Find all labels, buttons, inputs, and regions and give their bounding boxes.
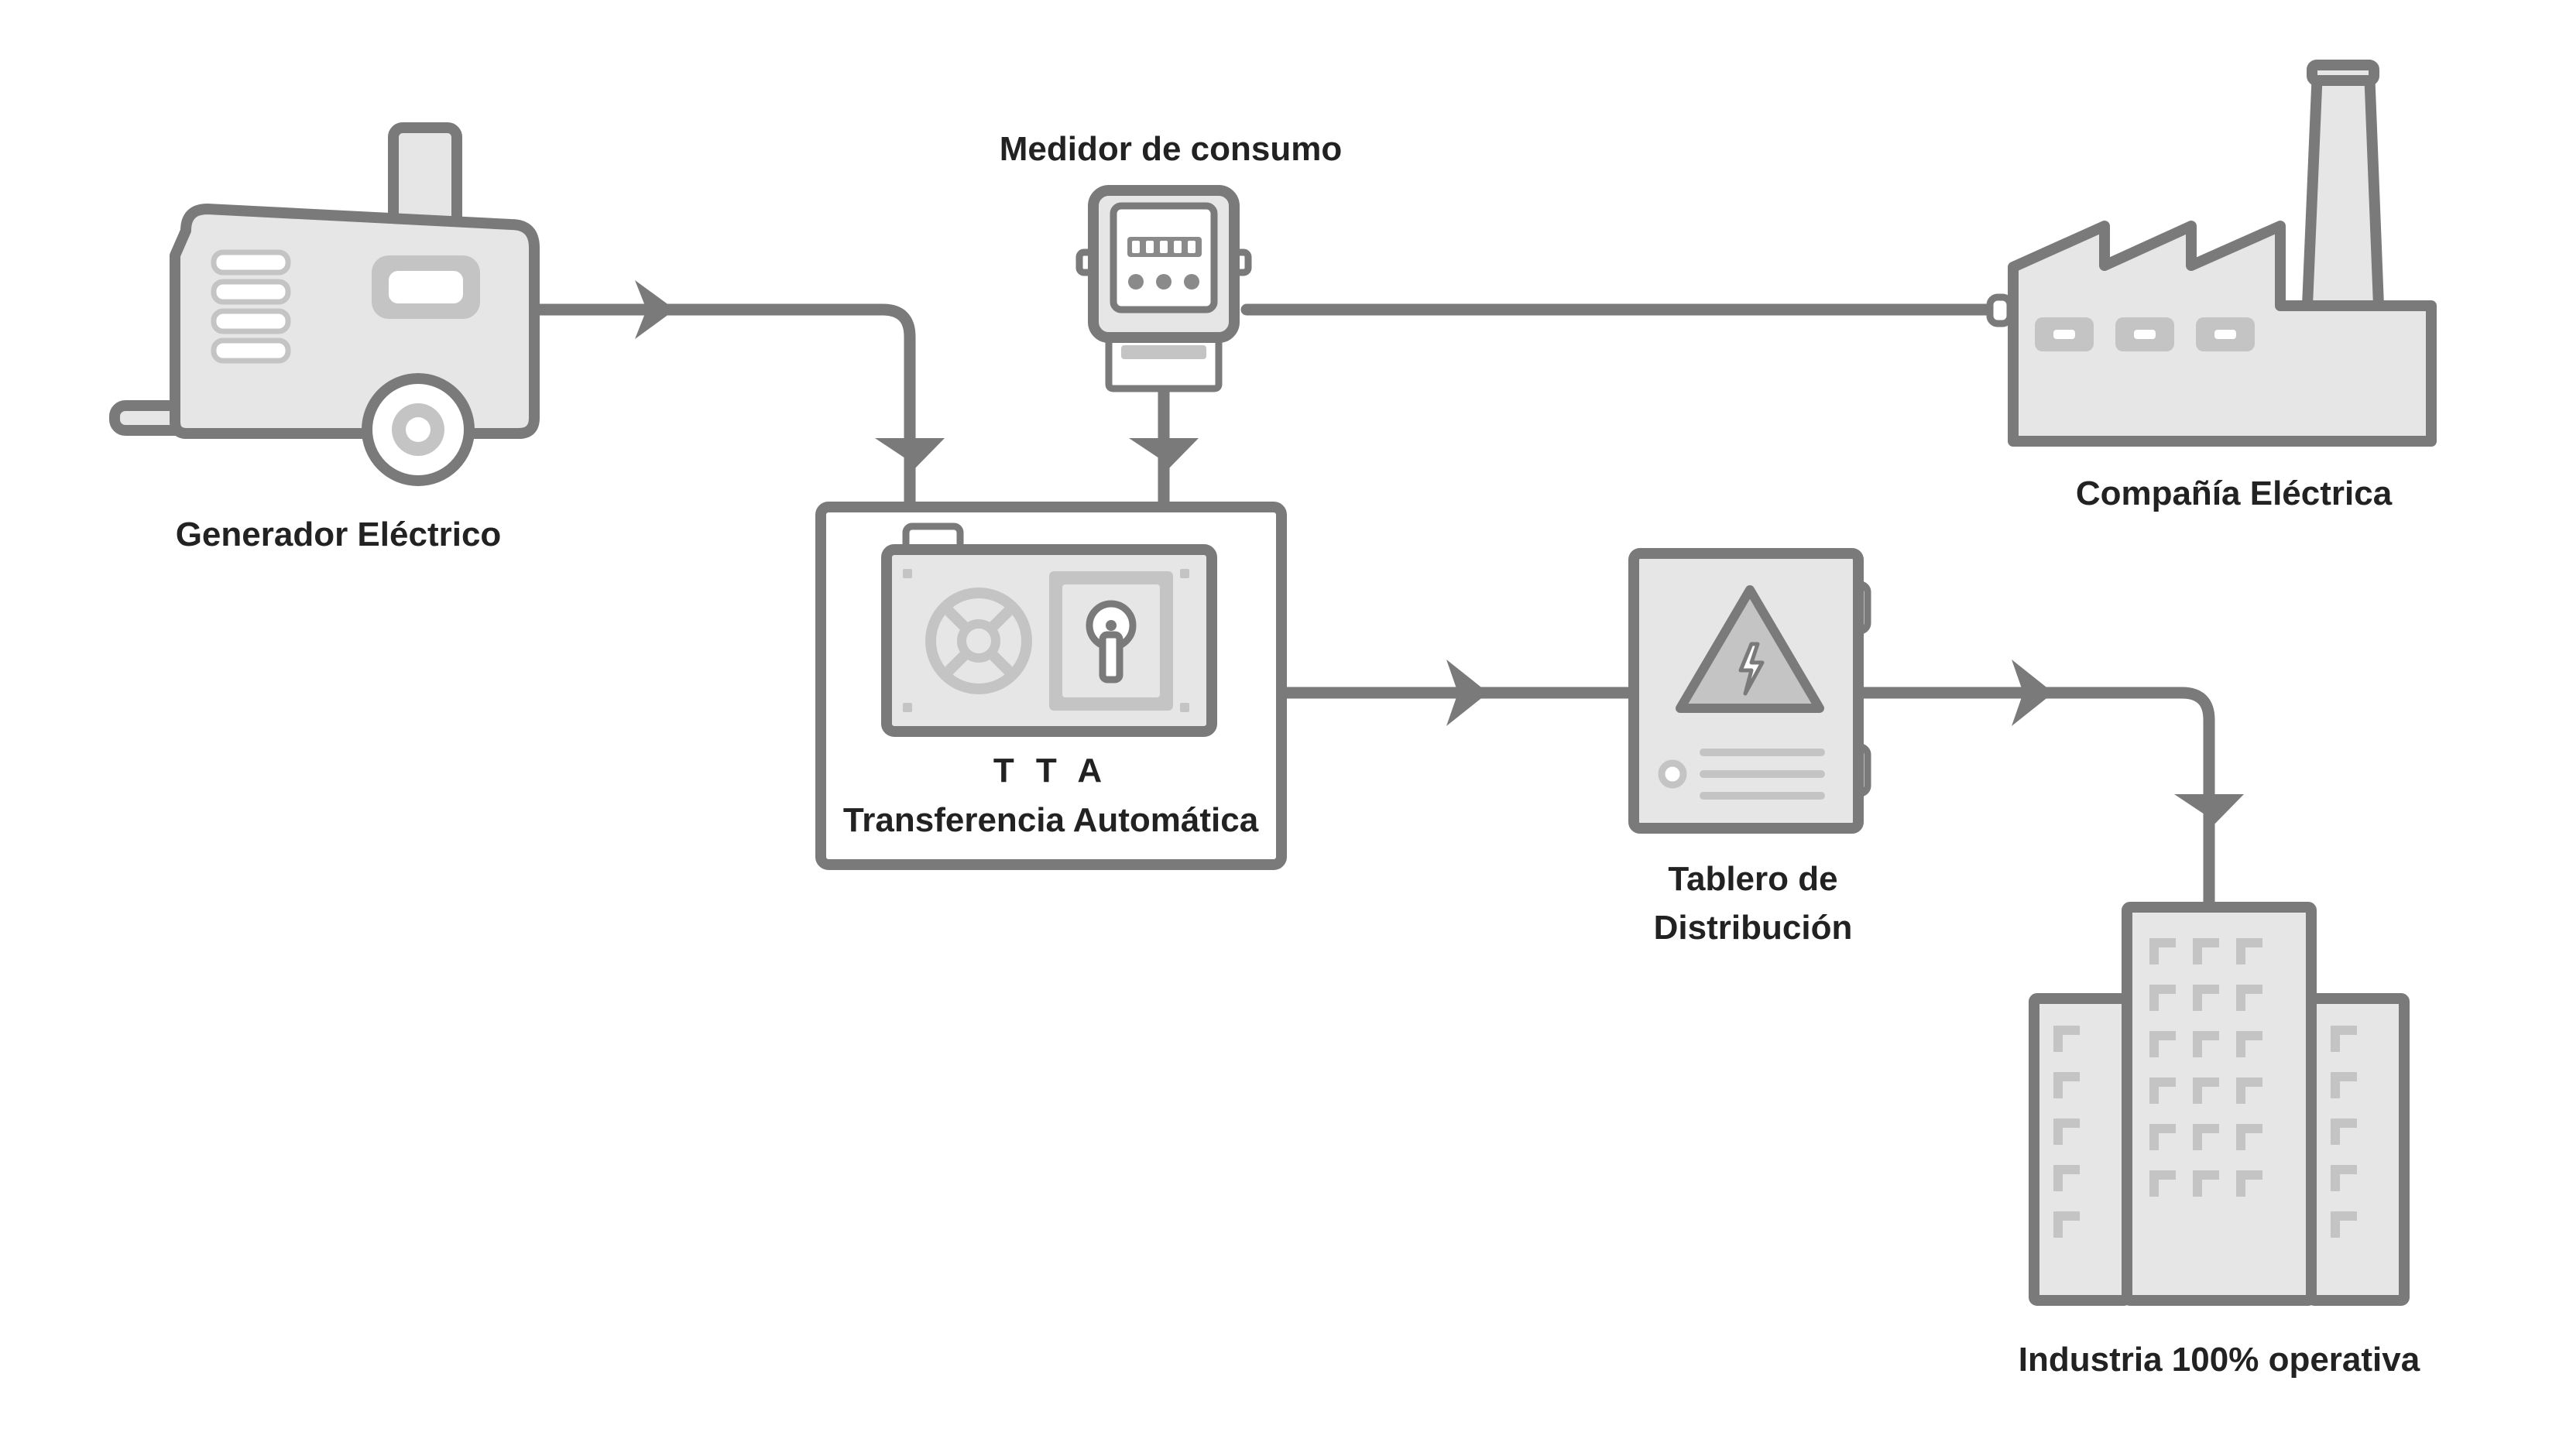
- meter-indicator-dot: [1128, 274, 1144, 289]
- building-window: [2053, 1119, 2080, 1145]
- building-window: [2331, 1165, 2357, 1191]
- arrow-into-industry: [2174, 794, 2244, 830]
- board-label-line1: Tablero de: [1668, 860, 1837, 898]
- building-window: [2149, 1170, 2176, 1197]
- ats-screw: [903, 569, 912, 578]
- building-left: [2029, 993, 2132, 1306]
- office-buildings-icon: [2029, 902, 2410, 1306]
- arrow-ats-right: [1446, 659, 1488, 726]
- ats-label-acronym: T T A: [993, 752, 1108, 790]
- building-window: [2236, 1031, 2262, 1057]
- panel-indicator-light: [1658, 759, 1687, 789]
- factory-window-slot: [2214, 330, 2236, 339]
- arrow-into-ats-right: [1129, 438, 1199, 474]
- panel-lightning-bolt: [1738, 642, 1765, 696]
- board-label-line2: Distribución: [1654, 909, 1853, 947]
- generator-vent: [211, 337, 291, 364]
- building-right: [2306, 993, 2410, 1306]
- generator-vent: [211, 249, 291, 276]
- building-window: [2193, 1031, 2219, 1057]
- arrow-generator-right: [635, 280, 675, 339]
- meter-indicator-dot: [1156, 274, 1172, 289]
- meter-indicator-dot: [1184, 274, 1199, 289]
- building-window: [2236, 1170, 2262, 1197]
- building-window: [2236, 1124, 2262, 1150]
- utility-label: Compañía Eléctrica: [2076, 474, 2393, 512]
- building-window: [2149, 1031, 2176, 1057]
- industry-label: Industria 100% operativa: [2019, 1341, 2420, 1379]
- building-window: [2331, 1072, 2357, 1098]
- ats-label-name: Transferencia Automática: [843, 801, 1259, 839]
- meter-face: [1110, 202, 1218, 313]
- building-window: [2193, 985, 2219, 1011]
- building-window: [2193, 1170, 2219, 1197]
- building-window: [2236, 985, 2262, 1011]
- generator-label: Generador Eléctrico: [176, 516, 502, 553]
- building-window: [2193, 1124, 2219, 1150]
- generator-trailer-icon: [109, 122, 540, 486]
- meter-digit: [1146, 241, 1154, 253]
- building-window: [2236, 938, 2262, 964]
- factory-chimney-cap: [2307, 60, 2379, 86]
- building-windows: [2053, 938, 2357, 1238]
- electric-meter-icon: [1075, 185, 1252, 392]
- meter-digit: [1132, 241, 1140, 253]
- building-window: [2149, 938, 2176, 964]
- building-window: [2331, 1211, 2357, 1238]
- generator-vent: [211, 308, 291, 334]
- connector-generator-to-ats: [528, 303, 916, 513]
- arrow-into-ats-left: [875, 438, 945, 474]
- factory-icon: [1986, 60, 2437, 447]
- building-window: [2193, 938, 2219, 964]
- meter-digit: [1174, 241, 1182, 253]
- building-window: [2331, 1026, 2357, 1052]
- transfer-switch-icon: [881, 522, 1217, 737]
- ats-fan-hub: [957, 619, 1000, 663]
- building-window: [2149, 985, 2176, 1011]
- ats-screw: [1180, 703, 1189, 712]
- ats-screw: [1180, 569, 1189, 578]
- building-center: [2122, 902, 2317, 1306]
- building-window: [2149, 1077, 2176, 1104]
- ats-lever-dot: [1106, 620, 1117, 631]
- building-window: [2193, 1077, 2219, 1104]
- ats-lever-stem: [1099, 631, 1123, 683]
- generator-control-screen: [389, 271, 463, 303]
- building-window: [2053, 1072, 2080, 1098]
- ats-node: T T A Transferencia Automática: [815, 502, 1287, 870]
- ats-screw: [903, 703, 912, 712]
- meter-label: Medidor de consumo: [1000, 130, 1342, 168]
- meter-digit: [1188, 241, 1196, 253]
- generator-exhaust-pipe: [388, 122, 462, 234]
- factory-connector: [1986, 293, 2014, 327]
- connections: [528, 280, 2244, 910]
- ats-fan-ring: [925, 588, 1032, 694]
- meter-digit: [1160, 241, 1168, 253]
- building-window: [2053, 1026, 2080, 1052]
- connector-board-to-industry: [1858, 687, 2215, 910]
- ats-fan-icon: [925, 588, 1032, 694]
- building-window: [2053, 1211, 2080, 1238]
- electrical-panel-icon: [1628, 548, 1871, 834]
- building-window: [2053, 1165, 2080, 1191]
- factory-window-slot: [2134, 330, 2156, 339]
- arrow-board-right: [2012, 659, 2053, 726]
- building-window: [2331, 1119, 2357, 1145]
- generator-wheel-center: [406, 417, 431, 442]
- generator-vent: [211, 279, 291, 305]
- meter-terminal-strip: [1121, 345, 1206, 359]
- building-window: [2149, 1124, 2176, 1150]
- building-window: [2236, 1077, 2262, 1104]
- factory-chimney: [2302, 64, 2384, 311]
- factory-window-slot: [2053, 330, 2075, 339]
